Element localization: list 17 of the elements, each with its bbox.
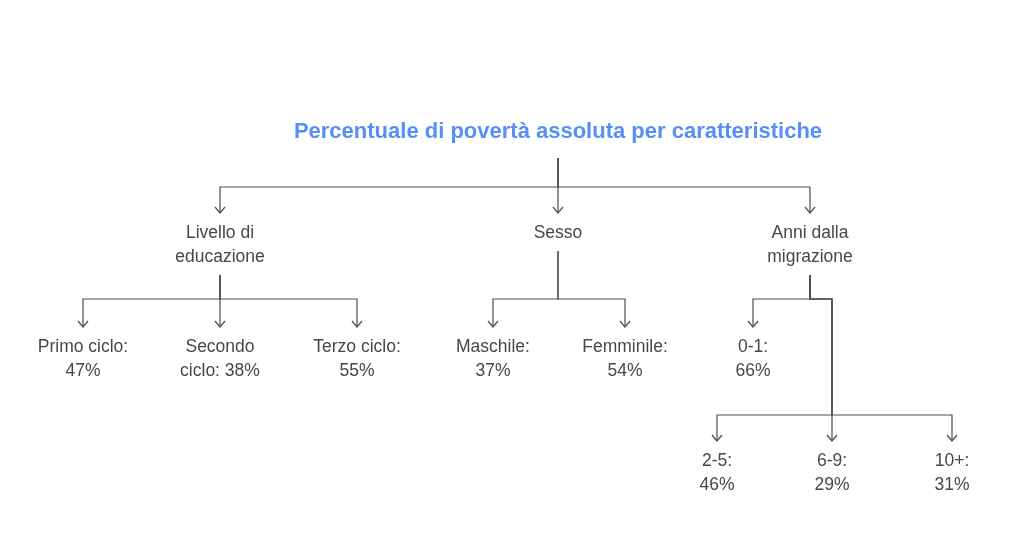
category-label: Livello di educazione: [160, 220, 280, 268]
value-label: Primo ciclo: 47%: [27, 334, 139, 382]
connector-arrow: [219, 274, 363, 328]
connector-arrow: [809, 274, 958, 442]
value-label: Terzo ciclo: 55%: [301, 334, 413, 382]
value-label: 0-1: 66%: [725, 334, 781, 382]
category-label: Sesso: [508, 220, 608, 244]
value-label: 10+: 31%: [924, 448, 980, 496]
category-label: Anni dalla migrazione: [750, 220, 870, 268]
connector-arrow: [557, 157, 816, 214]
value-label: Femminile: 54%: [573, 334, 677, 382]
title-text: Percentuale di povertà assoluta per caratteristiche: [208, 117, 908, 145]
value-label: Maschile: 37%: [445, 334, 541, 382]
value-label: Secondo ciclo: 38%: [170, 334, 270, 382]
value-label: 6-9: 29%: [804, 448, 860, 496]
value-label: 2-5: 46%: [689, 448, 745, 496]
connector-arrow: [557, 250, 631, 328]
